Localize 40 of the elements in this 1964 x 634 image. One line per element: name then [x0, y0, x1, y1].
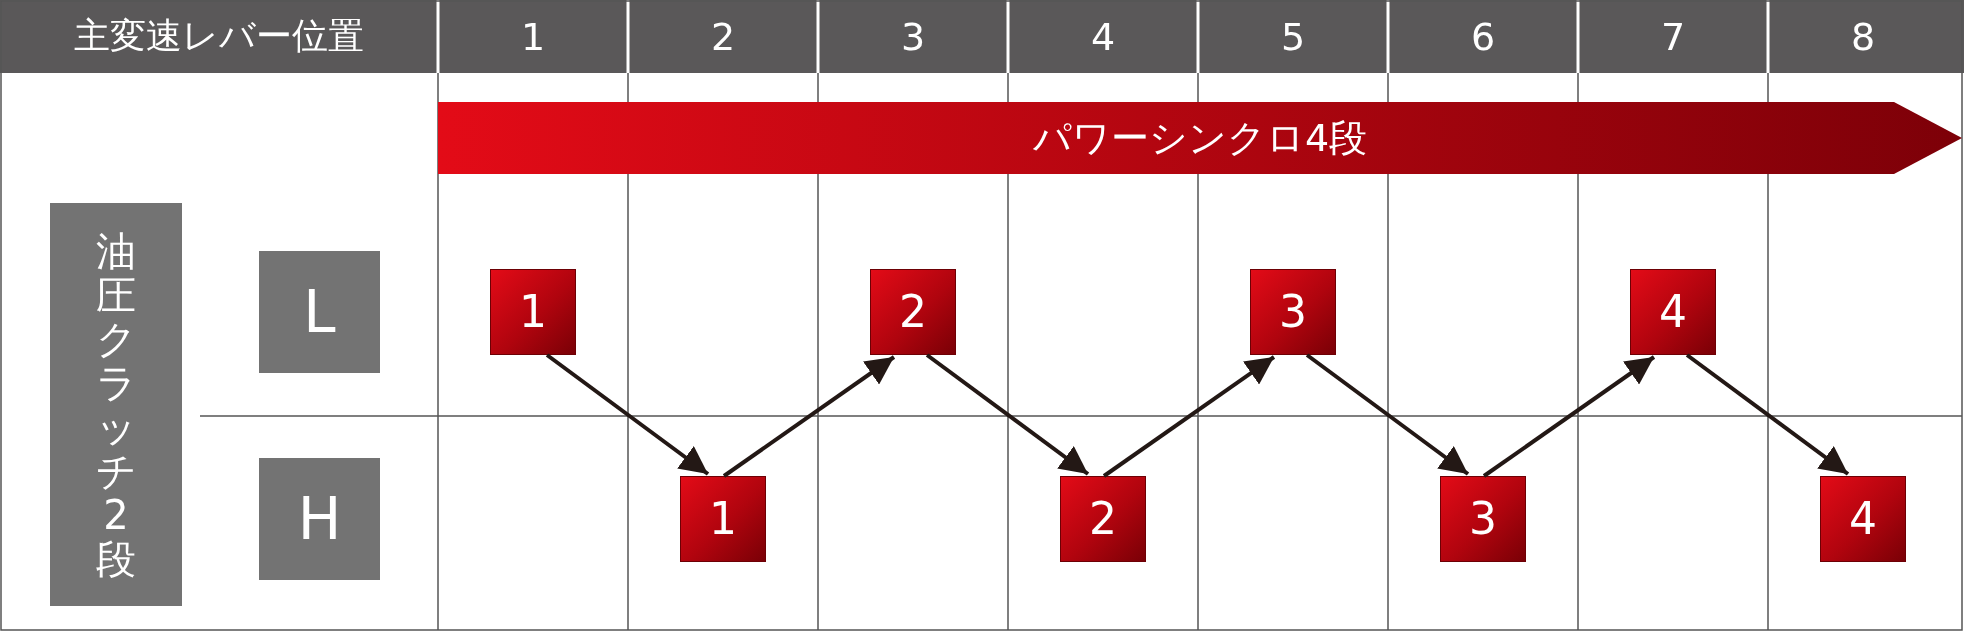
vertical-label: 油圧クラッチ2段	[96, 228, 136, 581]
gear-step-box	[680, 476, 766, 562]
box-label: 1	[519, 290, 547, 334]
range-box	[259, 251, 380, 373]
gear-step-box	[1630, 269, 1716, 355]
gear-step-box	[490, 269, 576, 355]
column-header: 4	[1089, 13, 1117, 61]
box-label: L	[303, 283, 336, 341]
arrow	[545, 353, 710, 476]
box-label: 3	[1279, 290, 1307, 334]
column-header: 1	[519, 13, 547, 61]
clutch-label-box	[50, 203, 182, 606]
column-header: 6	[1469, 13, 1497, 61]
column-header: 2	[709, 13, 737, 61]
column-header: 7	[1659, 13, 1687, 61]
arrow	[1305, 353, 1470, 476]
gear-step-box	[1440, 476, 1526, 562]
box-label: 4	[1659, 290, 1687, 334]
gear-step-box	[1820, 476, 1906, 562]
arrow-band	[438, 102, 1962, 174]
gear-step-box	[1060, 476, 1146, 562]
arrow	[1482, 355, 1656, 478]
box-label: 2	[899, 290, 927, 334]
box-label: 3	[1469, 497, 1497, 541]
box-label: 1	[709, 497, 737, 541]
column-header: 主変速レバー位置	[73, 14, 365, 58]
arrow	[1102, 355, 1276, 478]
box-label: 2	[1089, 497, 1117, 541]
column-header: 5	[1279, 13, 1307, 61]
gear-step-box	[870, 269, 956, 355]
column-header: 8	[1849, 13, 1877, 61]
arrow	[1685, 353, 1850, 476]
range-box	[259, 458, 380, 580]
arrow	[722, 355, 896, 478]
column-header: 3	[899, 13, 927, 61]
band-label: パワーシンクロ4段	[1032, 119, 1368, 157]
box-label: H	[297, 490, 342, 548]
arrow	[925, 353, 1090, 476]
gear-step-box	[1250, 269, 1336, 355]
box-label: 4	[1849, 497, 1877, 541]
